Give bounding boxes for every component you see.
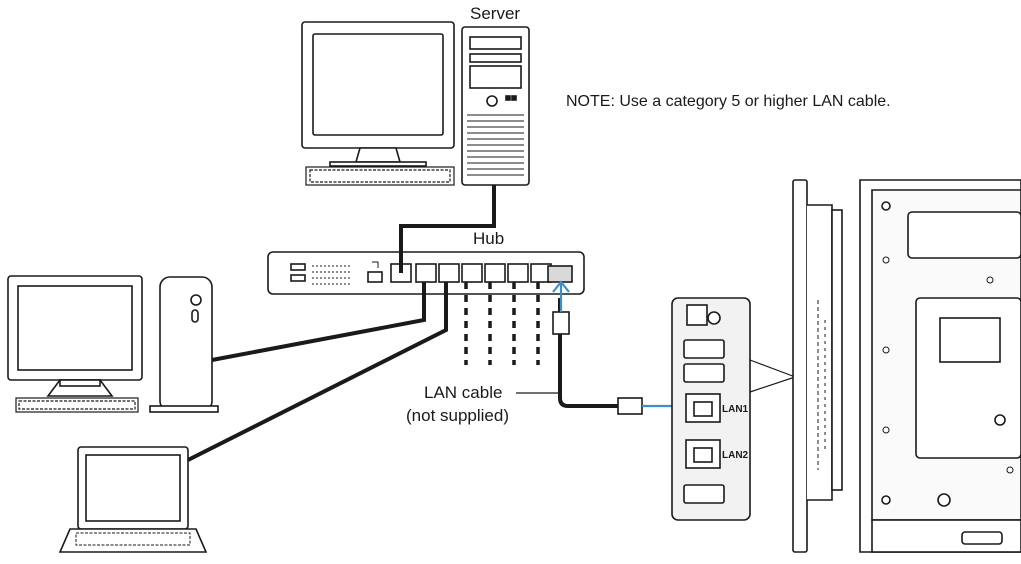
display-side-ports xyxy=(817,300,826,470)
lan-plug-monitor-end xyxy=(617,397,643,415)
laptop xyxy=(58,446,208,553)
hub-label: Hub xyxy=(473,229,504,248)
lan1-label: LAN1 xyxy=(722,404,749,415)
server-vent-grille xyxy=(467,114,524,176)
pc-keyboard xyxy=(15,397,139,413)
display-side-view xyxy=(792,179,843,553)
hdmi-port-1 xyxy=(683,339,725,359)
server-monitor xyxy=(301,21,455,167)
display-rear-view xyxy=(859,179,1021,553)
lan-plug-hub-end xyxy=(552,311,570,335)
server-label: Server xyxy=(470,4,520,23)
hdmi-port-2 xyxy=(683,363,725,383)
lan2-port xyxy=(685,439,721,469)
note-text: NOTE: Use a category 5 or higher LAN cab… xyxy=(566,93,891,110)
hdmi-port-3 xyxy=(683,484,725,504)
hub-device xyxy=(267,251,585,295)
display-rear-screws xyxy=(882,256,1014,474)
lan-cable-label: LAN cable xyxy=(424,383,502,402)
pc-hub-cable xyxy=(211,282,426,362)
server-hub-cable xyxy=(399,185,496,273)
laptop-hub-cable xyxy=(187,282,448,462)
hub-ports xyxy=(390,263,573,283)
usb-port xyxy=(686,304,708,326)
pc-monitor xyxy=(7,275,143,397)
zoom-callout-lines xyxy=(749,359,799,393)
not-supplied-label: (not supplied) xyxy=(406,406,509,425)
usb-power-icon xyxy=(707,311,721,325)
lan2-label: LAN2 xyxy=(722,450,749,461)
port-panel xyxy=(671,297,751,521)
lan-cable xyxy=(552,298,643,415)
arrow-to-hub xyxy=(552,280,570,312)
server-tower xyxy=(461,26,530,186)
hub-unused-port-cables xyxy=(464,282,540,365)
pc-tower xyxy=(149,276,219,413)
server-keyboard xyxy=(305,166,455,186)
